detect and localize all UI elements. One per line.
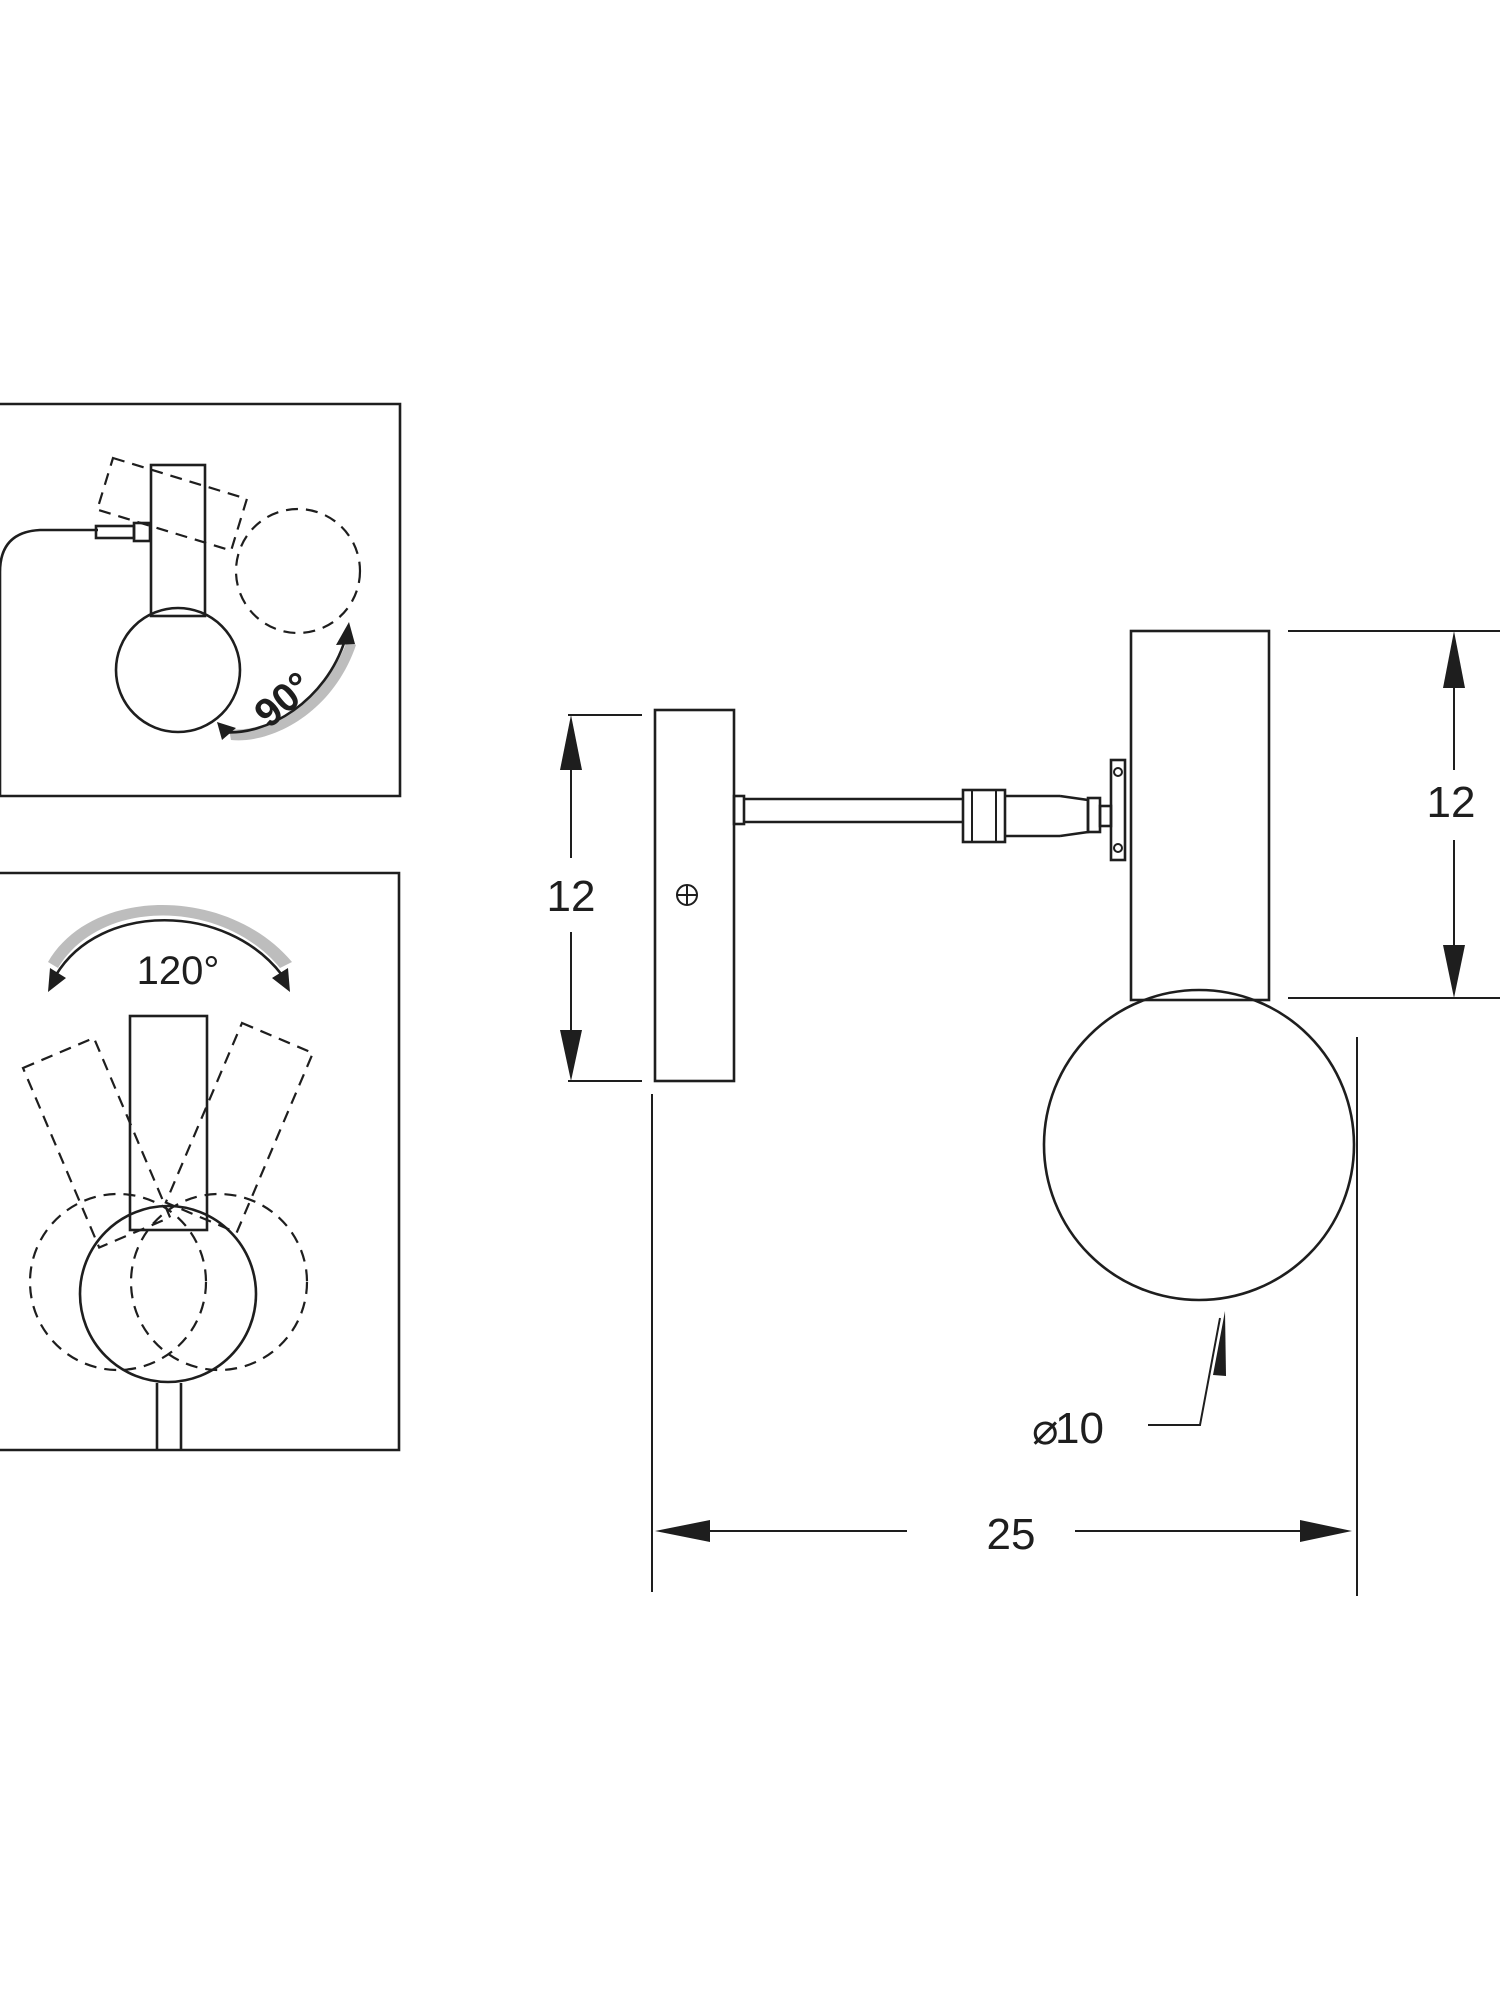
swivel-angle-label: 120° <box>137 949 220 993</box>
tilted-lamp-globe-outline <box>234 507 362 635</box>
swivel-arrow-icon <box>48 905 292 992</box>
overall-depth-label: 25 <box>987 1510 1036 1559</box>
lamp-body <box>149 463 207 618</box>
wall-plate <box>653 708 736 1083</box>
connector <box>94 524 136 540</box>
lamp-globe <box>1042 988 1356 1302</box>
lamp-body-height-dimension <box>1288 630 1500 999</box>
globe-diameter-leader <box>1148 1311 1226 1426</box>
lamp-body-height-label: 12 <box>1427 778 1476 827</box>
swivel-right-body-outline <box>164 1021 315 1235</box>
arm-coupler <box>961 788 1007 844</box>
swivel-left-globe-outline <box>28 1192 208 1372</box>
globe-diameter-label: 10 <box>1055 1404 1104 1453</box>
swivel-right-globe-outline <box>129 1192 309 1372</box>
tilt-arrow-icon <box>217 622 356 741</box>
lamp-globe <box>78 1204 258 1384</box>
lamp-body <box>1129 629 1271 1002</box>
tilted-lamp-body-outline <box>95 456 249 552</box>
cable-line <box>0 528 98 796</box>
main-side-view <box>653 629 1356 1302</box>
swivel-inset-panel: 120° <box>0 871 401 1452</box>
screw-icon <box>676 884 698 906</box>
lamp-globe <box>114 606 242 734</box>
tilt-inset-panel: 90° <box>0 402 402 798</box>
wall-plate-height-label: 12 <box>547 872 596 921</box>
swivel-left-body-outline <box>21 1036 172 1249</box>
tilt-angle-label: 90° <box>246 664 321 737</box>
arm-tube <box>744 797 963 824</box>
overall-depth-dimension <box>651 1037 1358 1596</box>
diameter-symbol-icon: ⌀ <box>1032 1405 1059 1454</box>
swivel-joint <box>1086 758 1127 862</box>
wall-plate-height-dimension <box>560 714 642 1082</box>
